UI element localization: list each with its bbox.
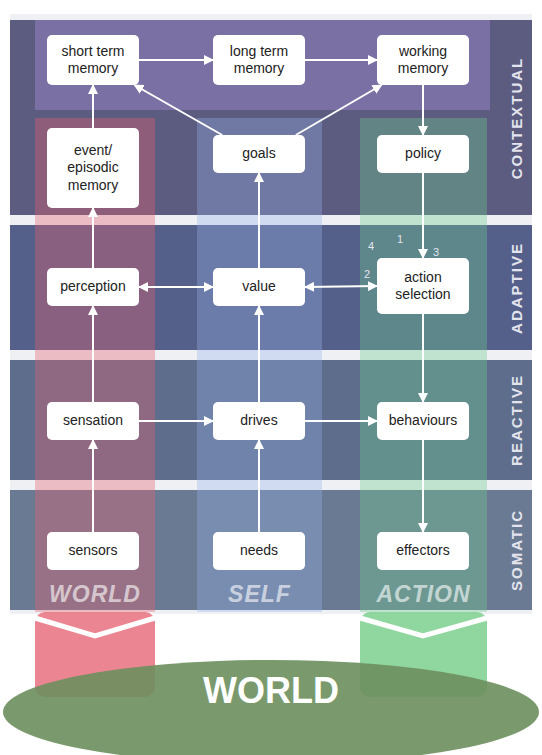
flow-arrow — [305, 286, 377, 287]
callout-number: 2 — [364, 268, 370, 280]
flow-arrow — [422, 440, 424, 532]
box-label: sensors — [68, 542, 117, 560]
process-box: behaviours — [377, 402, 469, 440]
box-label: working memory — [381, 43, 465, 78]
callout-number: 3 — [433, 246, 439, 258]
flow-arrow — [422, 85, 424, 135]
outer-frame — [10, 14, 532, 614]
flow-arrow — [139, 420, 213, 422]
flow-arrow — [258, 173, 260, 268]
column-label: SELF — [228, 581, 291, 608]
process-box: working memory — [377, 35, 469, 85]
flow-arrow — [139, 286, 213, 288]
process-box: action selection — [377, 258, 469, 314]
process-box: value — [213, 268, 305, 306]
flow-arrow — [92, 306, 94, 402]
flow-arrow — [92, 440, 94, 532]
box-label: short term memory — [51, 43, 135, 78]
flow-arrow — [422, 314, 424, 402]
column-label: ACTION — [376, 581, 470, 608]
box-label: action selection — [381, 269, 465, 304]
box-label: perception — [60, 278, 125, 296]
box-label: drives — [240, 412, 277, 430]
box-label: value — [242, 278, 275, 296]
flow-arrow — [134, 85, 222, 135]
level-label: REACTIVE — [508, 374, 525, 466]
flow-arrow — [92, 85, 94, 128]
level-label: ADAPTIVE — [508, 242, 525, 334]
flow-arrow — [305, 420, 377, 422]
box-label: event/ episodic memory — [51, 142, 135, 195]
box-label: needs — [240, 542, 278, 560]
flow-arrow — [296, 85, 382, 135]
process-box: sensation — [47, 402, 139, 440]
box-label: goals — [242, 145, 275, 163]
process-box: event/ episodic memory — [47, 128, 139, 208]
flow-arrow — [258, 306, 260, 402]
process-box: long term memory — [213, 35, 305, 85]
flow-arrow — [139, 59, 213, 61]
box-label: sensation — [63, 412, 123, 430]
process-box: perception — [47, 268, 139, 306]
flow-arrow — [422, 173, 424, 258]
callout-number: 4 — [368, 240, 374, 252]
flow-arrow — [258, 440, 260, 532]
box-label: behaviours — [389, 412, 458, 430]
box-label: effectors — [396, 542, 449, 560]
level-label: SOMATIC — [508, 509, 525, 591]
process-box: policy — [377, 135, 469, 173]
process-box: effectors — [377, 532, 469, 570]
process-box: sensors — [47, 532, 139, 570]
world-label: WORLD — [0, 670, 542, 712]
callout-number: 1 — [397, 233, 403, 245]
world-ground: WORLD — [0, 612, 542, 755]
process-box: short term memory — [47, 35, 139, 85]
box-label: policy — [405, 145, 441, 163]
column-label: WORLD — [49, 581, 141, 608]
level-label: CONTEXTUAL — [508, 56, 525, 179]
box-label: long term memory — [217, 43, 301, 78]
flow-arrow — [305, 59, 377, 61]
flow-arrow — [92, 208, 94, 268]
process-box: drives — [213, 402, 305, 440]
process-box: needs — [213, 532, 305, 570]
process-box: goals — [213, 135, 305, 173]
